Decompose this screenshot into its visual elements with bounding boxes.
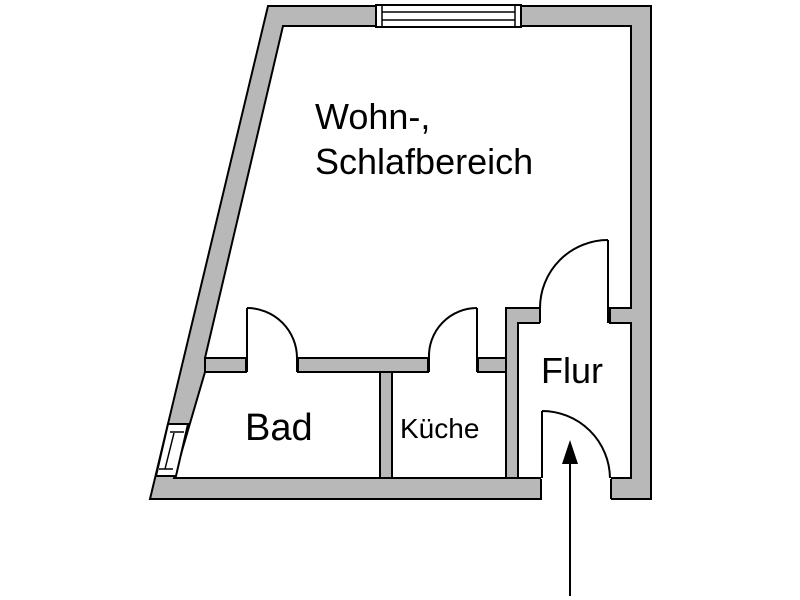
room-label-living-line1: Wohn-,	[315, 96, 430, 137]
room-label-hall: Flur	[541, 350, 603, 391]
room-label-bath: Bad	[245, 407, 313, 449]
interior-wall-kitchen-top	[477, 357, 507, 373]
entrance-door	[541, 410, 611, 479]
room-label-kitchen: Küche	[400, 413, 479, 444]
top-window	[375, 4, 522, 28]
interior-wall-mid	[297, 357, 429, 373]
entrance-arrow	[562, 440, 578, 596]
bath-door	[246, 307, 298, 374]
entrance-opening	[542, 477, 611, 501]
room-label-living-line2: Schlafbereich	[315, 141, 533, 182]
wall-bath-kitchen	[379, 371, 393, 479]
hall-living-door	[539, 239, 609, 325]
wall-hall-left	[505, 307, 541, 479]
interior-wall-bath-top	[204, 357, 247, 373]
kitchen-door	[427, 306, 478, 374]
left-window	[154, 423, 190, 477]
